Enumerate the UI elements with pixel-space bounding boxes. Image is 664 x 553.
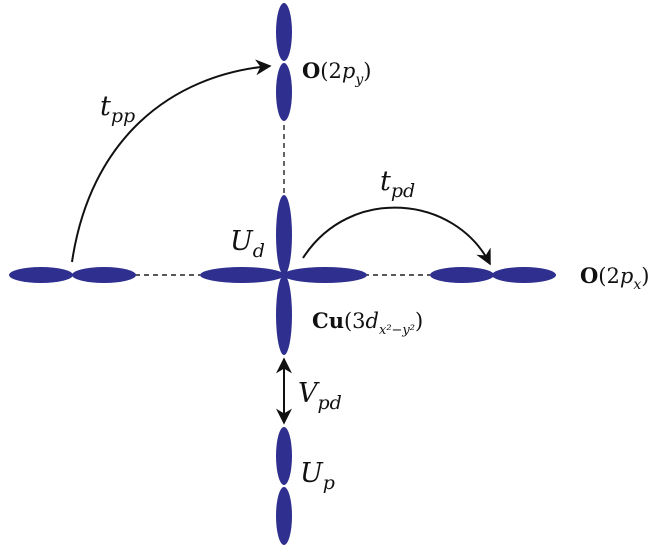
o-2px-orbital-right: [430, 267, 556, 283]
tpp-hopping-arrow: [71, 59, 272, 263]
o-2py-label: O(2py): [302, 58, 371, 88]
cu-3d-orbital: [200, 195, 367, 355]
up-label: Up: [300, 458, 335, 494]
vpd-label: Vpd: [298, 378, 342, 414]
tpp-label: tpp: [100, 91, 135, 127]
o-2px-orbital-left: [9, 267, 136, 283]
o-2px-label: O(2px): [580, 263, 649, 293]
tpd-label: tpd: [380, 166, 415, 202]
tpd-hopping-arrow: [302, 206, 491, 266]
o-2py-orbital-top: [276, 3, 292, 121]
cu-3d-label: Cu(3dx²−y²): [312, 308, 423, 338]
ud-label: Ud: [230, 226, 265, 262]
o-2py-orbital-bottom: [276, 427, 292, 545]
